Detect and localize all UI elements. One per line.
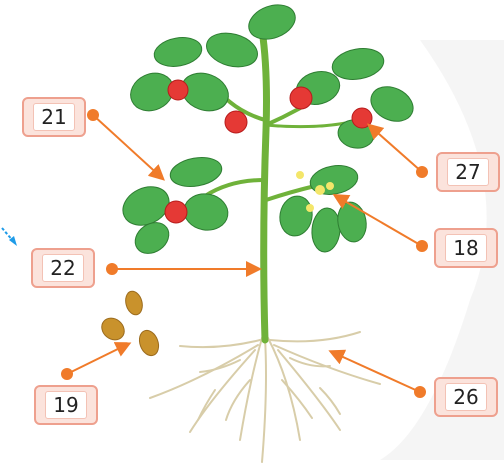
label-leaf: 21 [22, 97, 86, 137]
label-root: 26 [434, 377, 498, 417]
label-stem: 22 [31, 248, 95, 288]
leader-dots [61, 109, 428, 398]
leader-lines [67, 115, 422, 392]
leader-21 [93, 115, 162, 178]
label-flower: 18 [434, 228, 498, 268]
label-flower-text: 18 [445, 234, 487, 262]
label-fruit: 27 [436, 152, 500, 192]
label-stem-text: 22 [42, 254, 84, 282]
leader-19 [67, 344, 128, 374]
seed-icon [97, 289, 162, 358]
leader-27 [370, 126, 422, 172]
label-leaf-text: 21 [33, 103, 75, 131]
plant-roots [150, 332, 380, 462]
label-seeds-text: 19 [45, 391, 87, 419]
label-seeds: 19 [34, 385, 98, 425]
label-fruit-text: 27 [447, 158, 489, 186]
label-root-text: 26 [445, 383, 487, 411]
leader-26 [332, 352, 420, 392]
